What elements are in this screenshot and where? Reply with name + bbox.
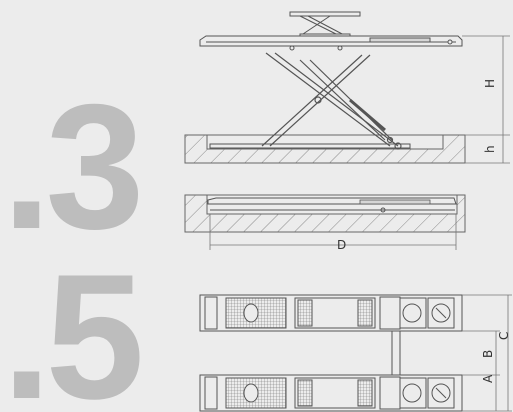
dimension-ABC <box>462 294 512 412</box>
label-C: C <box>497 332 511 340</box>
scissor-arms <box>261 52 402 150</box>
dimension-D <box>209 214 457 250</box>
label-H: H <box>483 79 497 88</box>
runway-top <box>199 294 463 332</box>
label-h: h <box>483 145 497 153</box>
runway-bottom <box>199 374 463 412</box>
background-digit-3: .3 <box>2 67 144 266</box>
runway-raised <box>199 35 463 51</box>
side-view-lowered <box>184 194 466 233</box>
pit-raised <box>184 134 466 164</box>
label-A: A <box>481 374 495 383</box>
base-frame <box>209 143 411 149</box>
dimension-H <box>462 35 510 164</box>
auxiliary-jack <box>289 11 361 37</box>
side-view-raised <box>184 11 466 164</box>
label-B: B <box>481 350 495 358</box>
label-D: D <box>337 238 346 252</box>
background-digit-5: .5 <box>2 237 144 412</box>
top-view <box>199 294 463 412</box>
